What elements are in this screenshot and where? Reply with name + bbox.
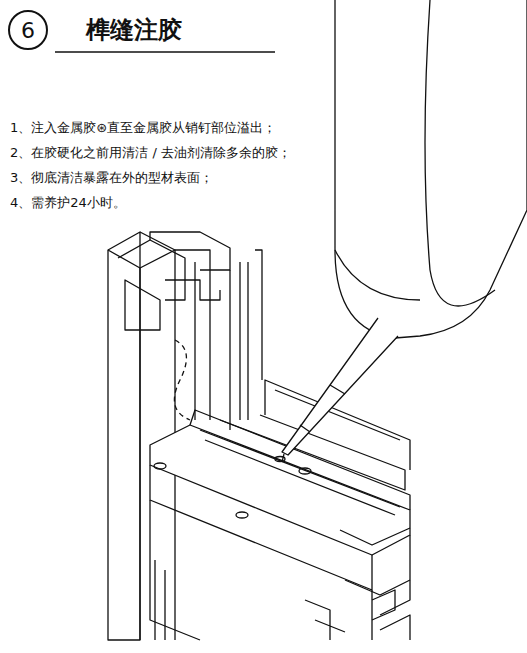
- glue-gun: [282, 0, 527, 462]
- instruction-line: 3、彻底清洁暴露在外的型材表面；: [10, 170, 213, 186]
- instruction-line: 1、注入金属胶⊛直至金属胶从销钉部位溢出；: [10, 120, 276, 136]
- instruction-line: 2、在胶硬化之前用清洁 / 去油剂清除多余的胶；: [10, 145, 291, 161]
- instruction-line: 4、需养护24小时。: [10, 195, 126, 211]
- title: 榫缝注胶: [86, 16, 182, 45]
- step-number: 6: [21, 18, 35, 43]
- step-number-circle: 6: [8, 10, 48, 50]
- title-underline: [55, 51, 275, 52]
- horizontal-profile: [150, 380, 410, 640]
